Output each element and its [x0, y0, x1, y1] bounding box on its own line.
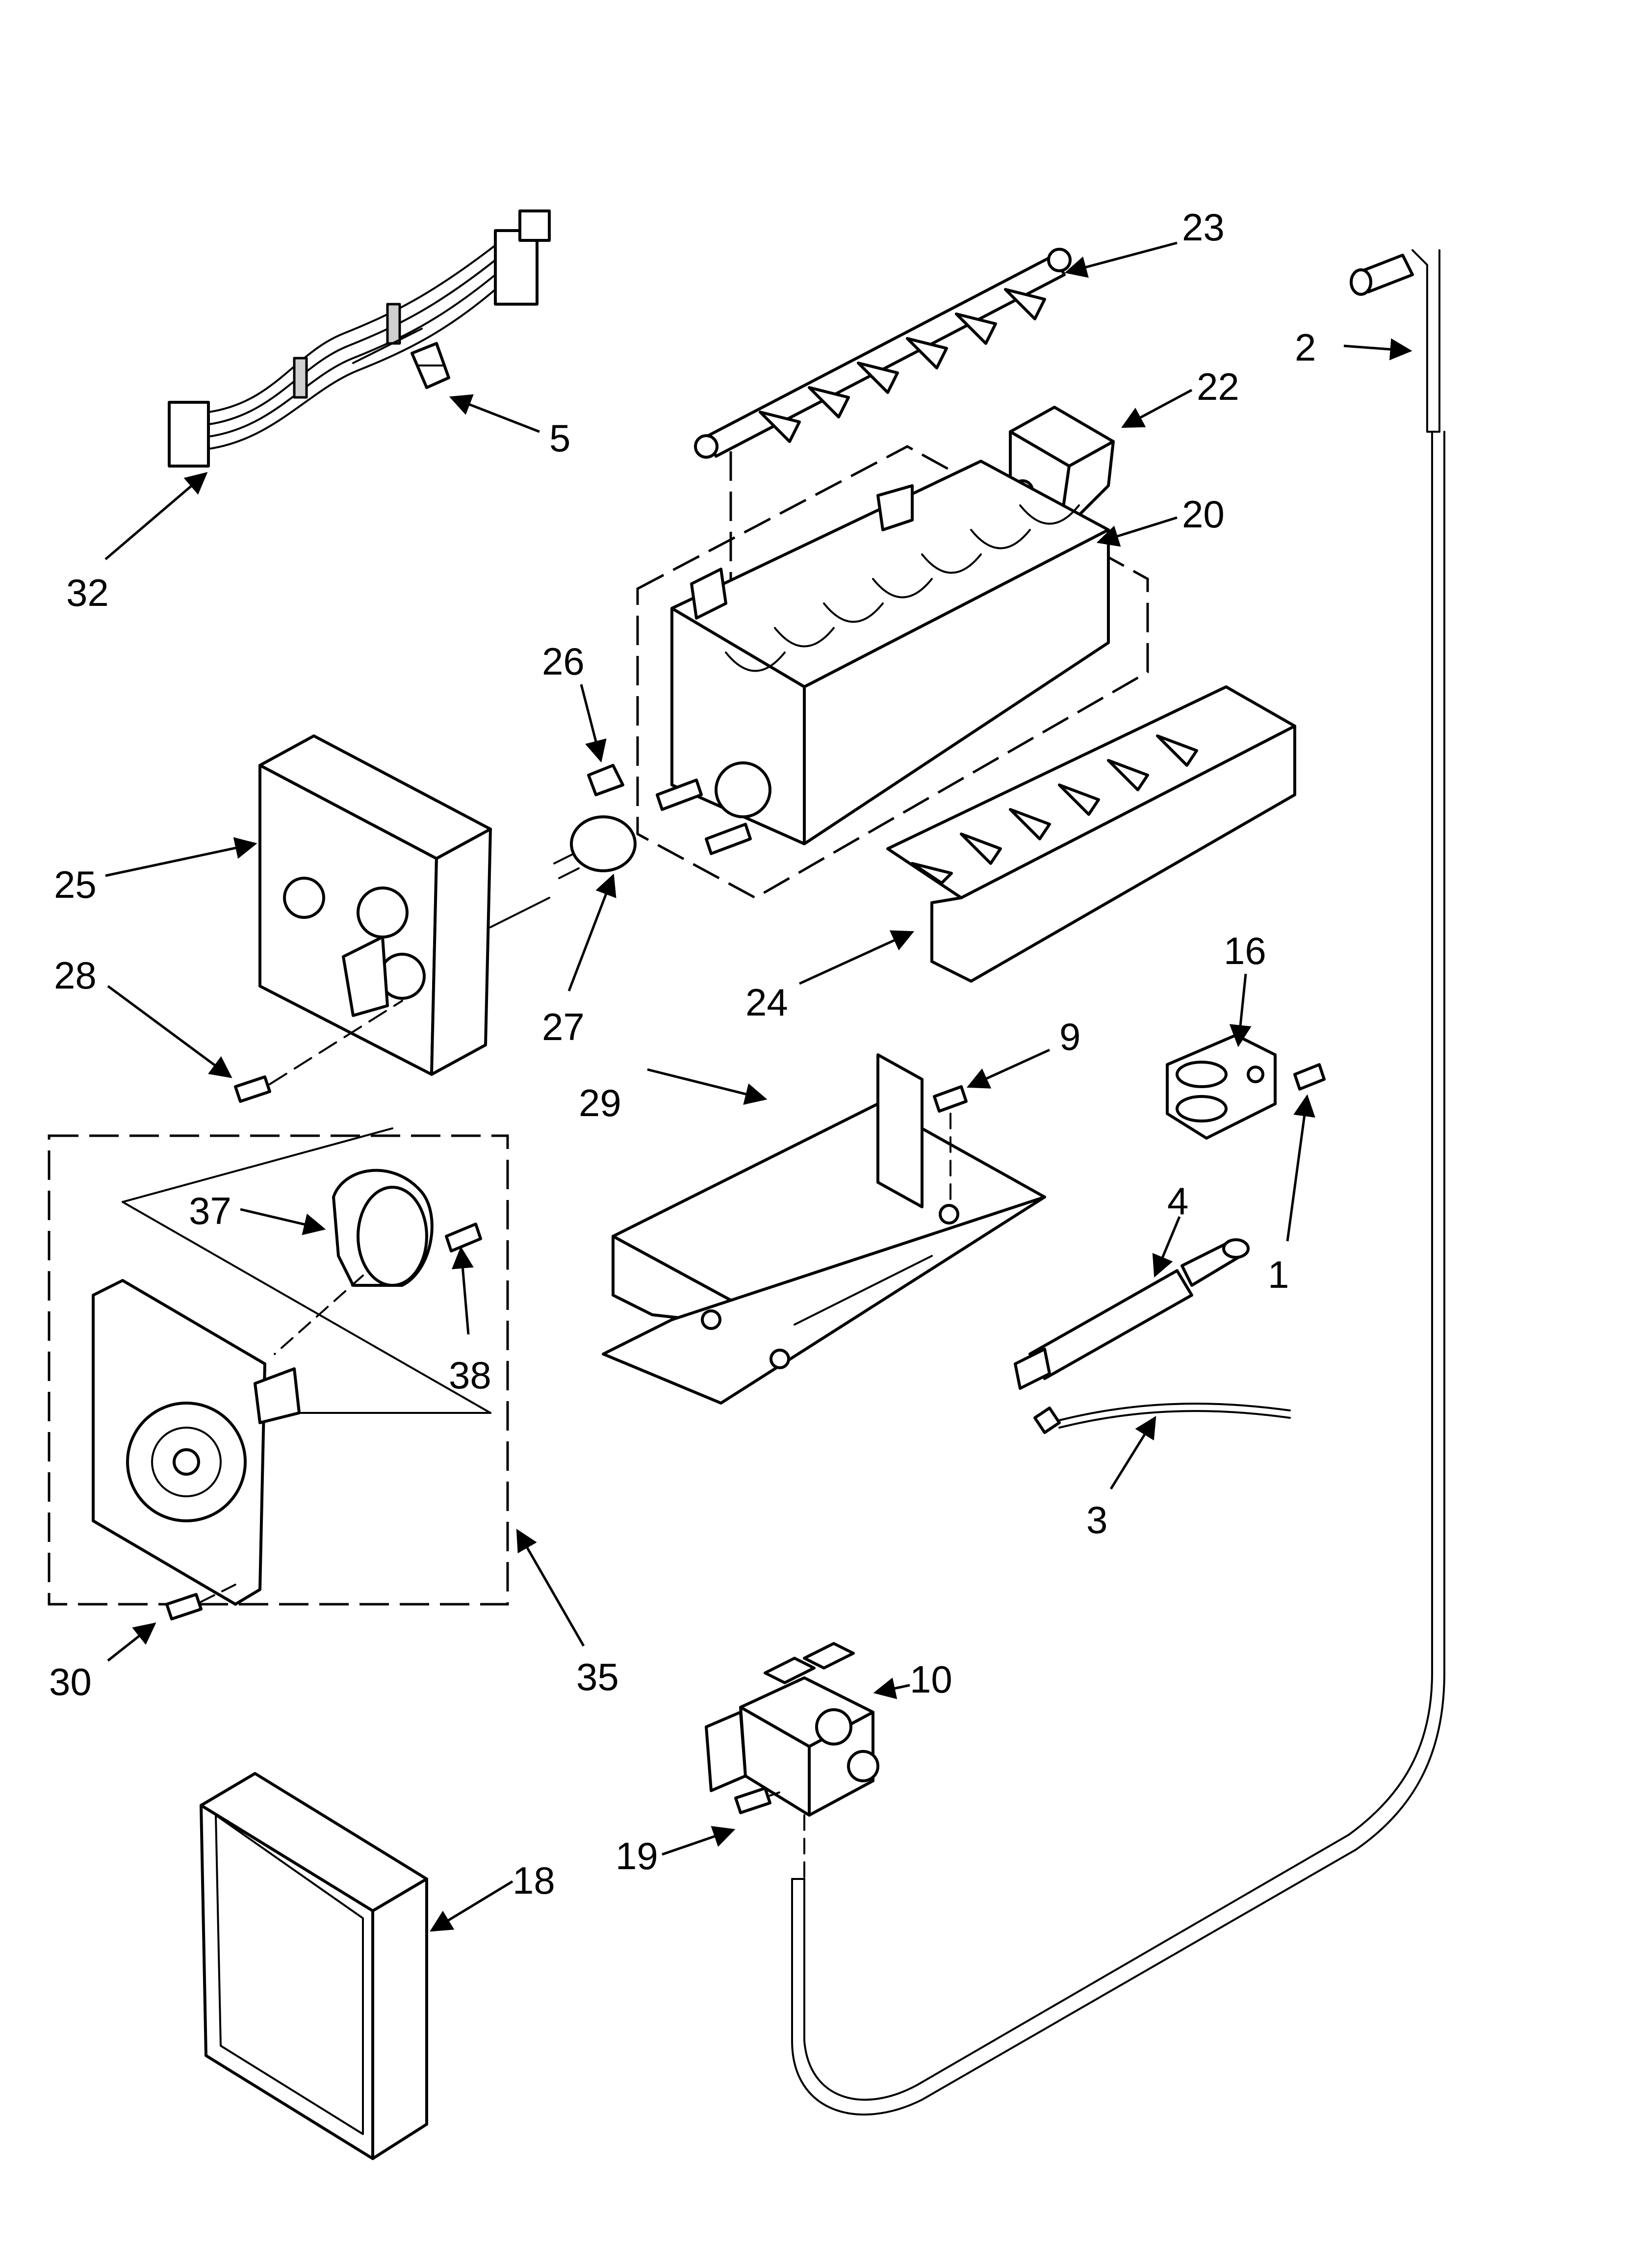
callout-16: 16	[1224, 929, 1266, 972]
part-24-shroud	[886, 685, 1296, 983]
callout-19: 19	[616, 1834, 658, 1877]
callout-28: 28	[54, 954, 97, 997]
callout-labels: 23 2 22 5 32 20 26 25 28 27 24 16 9 29 3…	[49, 206, 1316, 1902]
assembly-outline-20	[636, 445, 1149, 899]
callout-1: 1	[1268, 1253, 1289, 1296]
callout-2: 2	[1295, 326, 1316, 369]
callout-22: 22	[1197, 365, 1239, 408]
callout-4: 4	[1167, 1179, 1188, 1223]
callout-27: 27	[542, 1005, 585, 1048]
callout-32: 32	[66, 571, 109, 614]
part-27-thermostat	[553, 815, 637, 879]
callout-9: 9	[1059, 1015, 1080, 1058]
callout-26: 26	[542, 640, 585, 683]
callout-23: 23	[1182, 206, 1225, 249]
callout-5: 5	[549, 417, 570, 460]
leader-lines	[104, 241, 1412, 1932]
part-9-screw	[933, 1085, 968, 1208]
part-29-tray	[602, 1053, 1046, 1405]
callout-37: 37	[189, 1189, 231, 1232]
part-10-water-valve	[705, 1642, 879, 1880]
part-4-fill-tube	[1014, 1238, 1250, 1390]
part-37-motor	[332, 1169, 434, 1287]
callout-3: 3	[1086, 1498, 1107, 1541]
callout-29: 29	[579, 1081, 621, 1124]
part-32-wire-harness	[168, 209, 551, 468]
callout-18: 18	[513, 1859, 555, 1902]
callout-24: 24	[745, 981, 788, 1024]
assembly-outline-35	[48, 1134, 509, 1606]
part-2-water-tube	[791, 249, 1445, 2116]
part-23-ejector	[694, 248, 1072, 459]
part-3-tube	[1033, 1403, 1291, 1434]
part-38-screw	[445, 1223, 482, 1252]
callout-35: 35	[576, 1655, 619, 1698]
part-30-screw	[165, 1584, 236, 1620]
part-1-screw	[1293, 1063, 1326, 1091]
part-26-pin	[587, 764, 624, 796]
part-25-housing	[258, 734, 550, 1076]
part-35-module	[92, 1127, 491, 1606]
part-16-clamp	[1166, 1034, 1277, 1140]
callout-20: 20	[1182, 493, 1225, 536]
part-19-screw	[734, 1787, 786, 1814]
callout-10: 10	[910, 1658, 952, 1701]
callout-38: 38	[449, 1354, 491, 1397]
callout-30: 30	[49, 1660, 92, 1703]
part-28-screw	[234, 1000, 403, 1103]
callout-25: 25	[54, 863, 97, 906]
part-18-pad	[200, 1772, 428, 2160]
part-5-clip	[410, 342, 450, 389]
